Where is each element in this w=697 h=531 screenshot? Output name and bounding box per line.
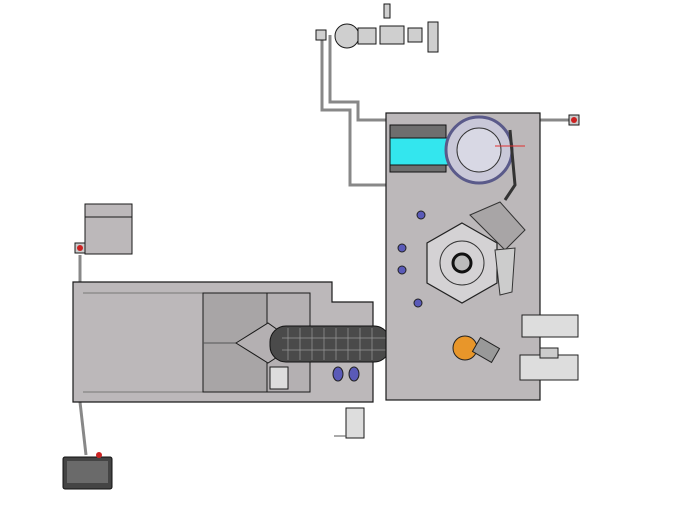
gripper-unit [452,335,501,364]
cylinder-icon [332,366,360,382]
air-piping [78,35,572,456]
pallet-chain-conveyor [269,325,391,363]
output-chute [519,314,579,381]
cylinder-icon [397,210,426,308]
rotary-index-table [426,222,498,304]
hmi-monitor[interactable] [62,452,113,490]
air-preparation-unit [315,3,439,53]
vibratory-bowl-feeder [444,115,525,201]
control-cabinet [84,203,133,255]
emergency-stop-icon[interactable] [568,114,580,126]
emergency-stop-icon[interactable] [74,242,86,254]
drive-motor [334,407,365,439]
transfer-plate [469,201,526,296]
